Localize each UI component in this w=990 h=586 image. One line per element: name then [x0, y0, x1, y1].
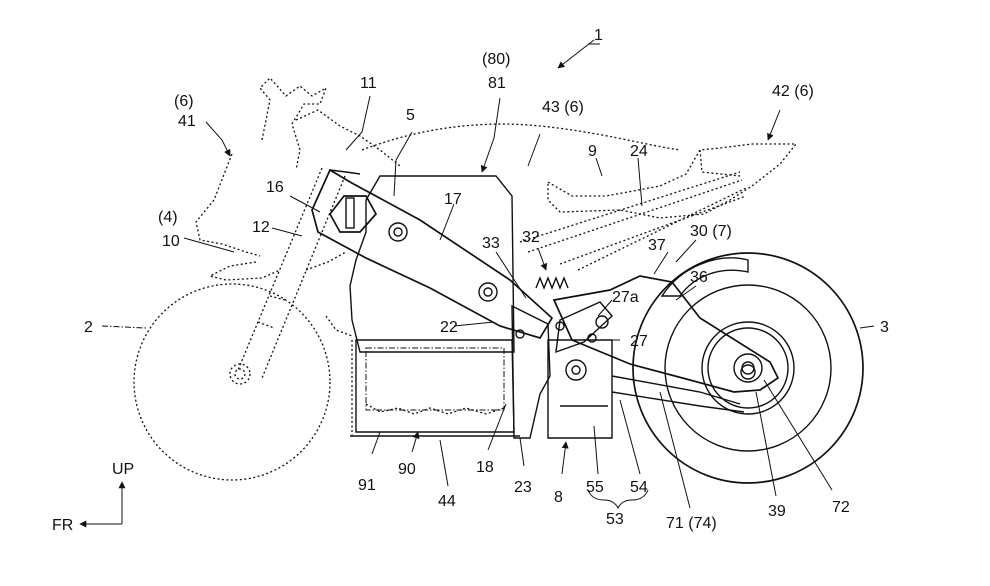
label-24: 24: [630, 143, 648, 160]
label-12: 12: [252, 219, 270, 236]
reference-labels: 1 (6) 41 11 (80) 81 43 (6) 42 (6) 5 9 24…: [52, 27, 889, 534]
label-32: 32: [522, 229, 540, 246]
label-16: 16: [266, 179, 284, 196]
label-27a: 27a: [612, 289, 639, 306]
label-5: 5: [406, 107, 415, 124]
label-43: 43 (6): [542, 99, 584, 116]
label-36: 36: [690, 269, 708, 286]
label-3: 3: [880, 319, 889, 336]
label-27: 27: [630, 333, 648, 350]
label-6-front: (6): [174, 93, 194, 110]
rear-cowl: [519, 143, 798, 271]
battery-box: [349, 175, 515, 353]
label-55: 55: [586, 479, 604, 496]
label-18: 18: [476, 459, 494, 476]
motor-unit: [547, 339, 613, 439]
rear-wheel: [632, 252, 864, 484]
label-54: 54: [630, 479, 648, 496]
label-91: 91: [358, 477, 376, 494]
swing-arm: [552, 275, 780, 393]
label-90: 90: [398, 461, 416, 478]
label-42: 42 (6): [772, 83, 814, 100]
drive-chain: [611, 375, 745, 413]
label-44: 44: [438, 493, 456, 510]
label-37: 37: [648, 237, 666, 254]
battery-case: [350, 339, 520, 437]
label-10: 10: [162, 233, 180, 250]
label-11: 11: [360, 75, 377, 92]
label-front: FR: [52, 517, 73, 534]
rear-fender: [660, 257, 749, 297]
label-80: (80): [482, 51, 510, 68]
label-41: 41: [178, 113, 196, 130]
label-17: 17: [444, 191, 462, 208]
front-cowl: [195, 77, 401, 337]
main-frame: [311, 168, 554, 340]
label-81: 81: [488, 75, 506, 92]
label-9: 9: [588, 143, 597, 160]
label-71: 71 (74): [666, 515, 717, 532]
label-30: 30 (7): [690, 223, 732, 240]
front-fork: [229, 167, 346, 385]
leader-lines: [101, 39, 875, 510]
shock-spring: [535, 276, 569, 290]
label-33: 33: [482, 235, 500, 252]
tank-cover: [361, 123, 681, 151]
down-frame: [511, 304, 551, 439]
direction-indicator: [79, 481, 126, 528]
label-2: 2: [84, 319, 93, 336]
label-23: 23: [514, 479, 532, 496]
label-8: 8: [554, 489, 563, 506]
label-up: UP: [112, 461, 134, 478]
figure-number: 1: [594, 27, 603, 44]
front-wheel: [133, 283, 331, 481]
label-39: 39: [768, 503, 786, 520]
label-72: 72: [832, 499, 850, 516]
suspension-link: [555, 301, 613, 354]
label-53: 53: [606, 511, 624, 528]
label-4: (4): [158, 209, 178, 226]
label-22: 22: [440, 319, 458, 336]
